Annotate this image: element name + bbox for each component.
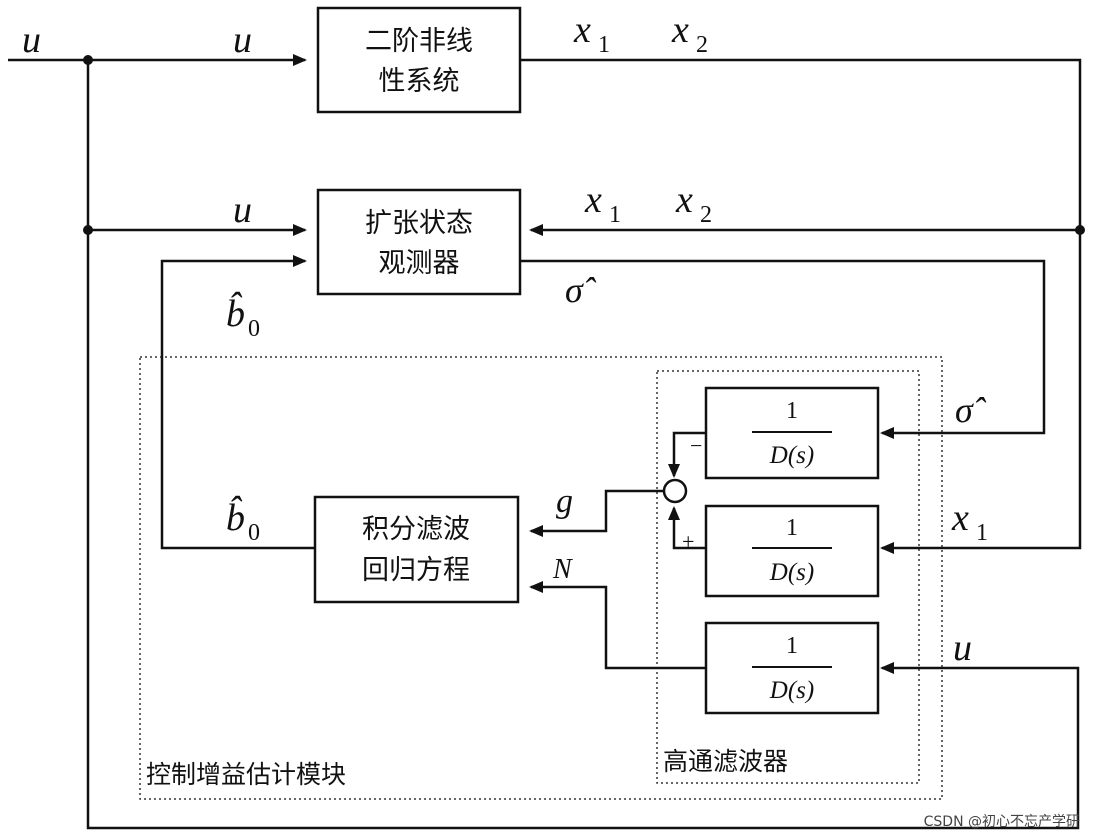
plant-output-x2-sub: 2 [696,32,708,58]
n-signal-wire [529,581,706,670]
plant-label-line2: 性系统 [379,66,460,97]
n-signal-label: N [552,554,573,585]
filter-input-sigma-hat: σ̂ [955,390,987,430]
minus-sign: − [690,433,702,458]
plant-output-x1-sub: 1 [598,32,610,58]
gain-estimation-module-label: 控制增益估计模块 [146,760,346,789]
plant-input-u-label: u [233,19,252,61]
junction-dot [83,55,93,65]
plant-output-x1-base: x [573,9,591,51]
filter3-denominator: D(s) [769,677,814,704]
junction-dot [83,225,93,235]
watermark: CSDN @初心不忘产学研 [924,813,1080,830]
filter-input-u-label: u [953,627,972,669]
regression-block [313,495,520,604]
filter1-to-sum-wire [668,431,706,478]
regression-label-line2: 回归方程 [362,555,470,586]
eso-label-line2: 观测器 [379,248,460,279]
eso-label-line1: 扩张状态 [365,208,473,239]
filter2-denominator: D(s) [769,559,814,586]
input-u-label: u [22,19,41,61]
u-feedback-wire [86,60,1080,830]
regression-label-line1: 积分滤波 [362,514,470,545]
gain-estimation-module-border [139,356,943,800]
highpass-filter-block-2 [704,504,880,598]
filter-input-x1-base: x [951,497,969,539]
x1-to-filter-wire [520,58,1082,554]
plant-label-line1: 二阶非线 [365,26,473,57]
filter2-numerator: 1 [786,515,798,541]
sigma-hat-wire [520,259,1046,439]
filter-input-x1-sub: 1 [976,520,988,546]
highpass-filter-module-border [656,370,920,784]
eso-input-u-label: u [233,189,252,231]
plant-output-x2-base: x [671,9,689,51]
highpass-filter-module-label: 高通滤波器 [663,747,788,776]
filter3-numerator: 1 [786,633,798,659]
summing-junction [662,478,688,504]
eso-input-x1-base: x [584,179,602,221]
junction-dot [1075,225,1085,235]
b0-hat-feedback-wire [160,255,315,550]
g-signal-label: g [556,483,573,520]
eso-block [316,188,522,296]
filter1-denominator: D(s) [769,442,814,469]
eso-output-sigma-hat: σ̂ [565,270,597,310]
eso-input-x2-base: x [675,179,693,221]
eso-input-b0-hat-base: b̂ [226,291,245,335]
filter1-numerator: 1 [786,398,798,424]
eso-input-x2-sub: 2 [700,202,712,228]
filter2-to-sum-wire [668,506,706,550]
plant-block [316,6,522,114]
eso-input-b0-hat-sub: 0 [248,316,260,342]
regression-output-b0-hat-sub: 0 [248,520,260,546]
plus-sign: + [682,529,694,554]
g-signal-wire [529,489,663,537]
regression-output-b0-hat-base: b̂ [226,495,245,539]
eso-input-x1-sub: 1 [609,202,621,228]
